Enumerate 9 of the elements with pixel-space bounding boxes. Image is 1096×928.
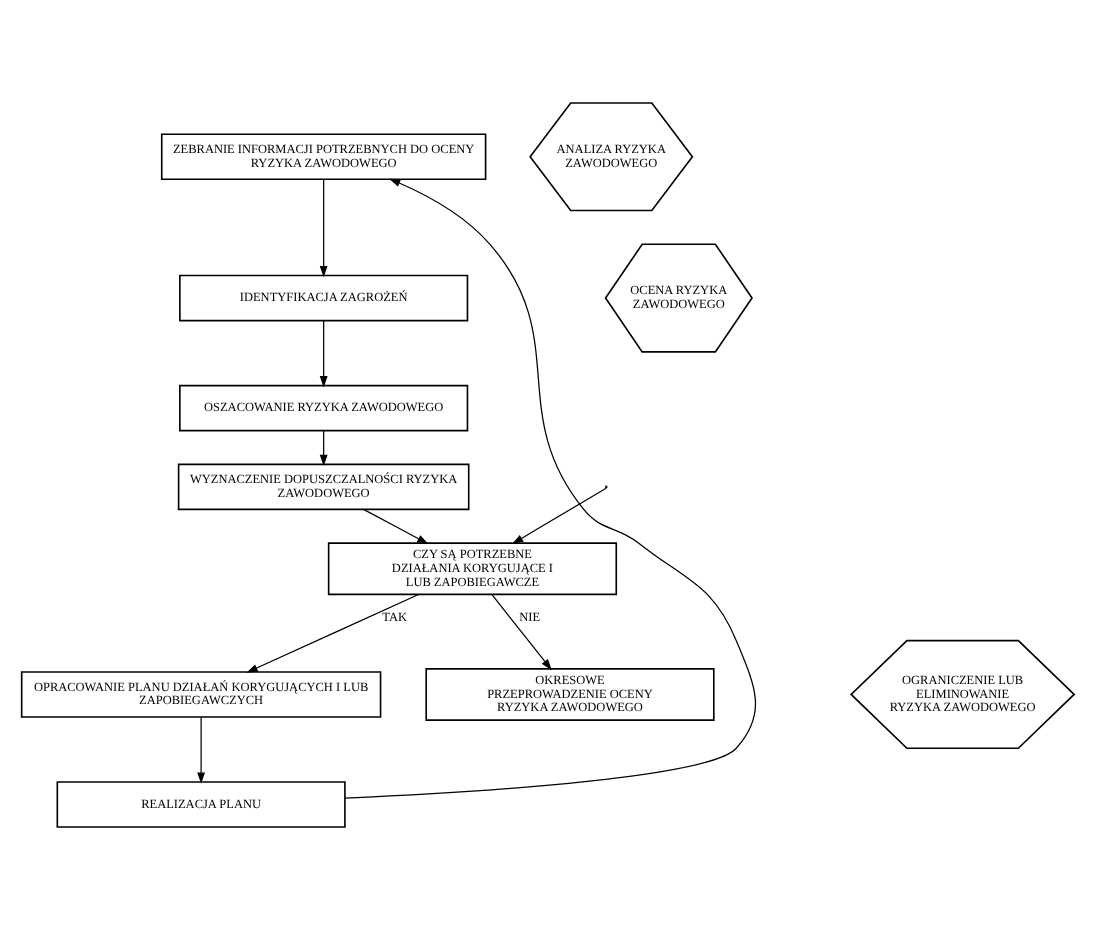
arrow (491, 593, 552, 670)
arrow (512, 486, 607, 544)
arrow (319, 319, 328, 387)
arrow (319, 178, 328, 277)
arrow (197, 715, 206, 783)
arrow (246, 592, 420, 672)
arrow (319, 429, 328, 466)
arrow (362, 507, 429, 543)
arrow (344, 177, 757, 798)
